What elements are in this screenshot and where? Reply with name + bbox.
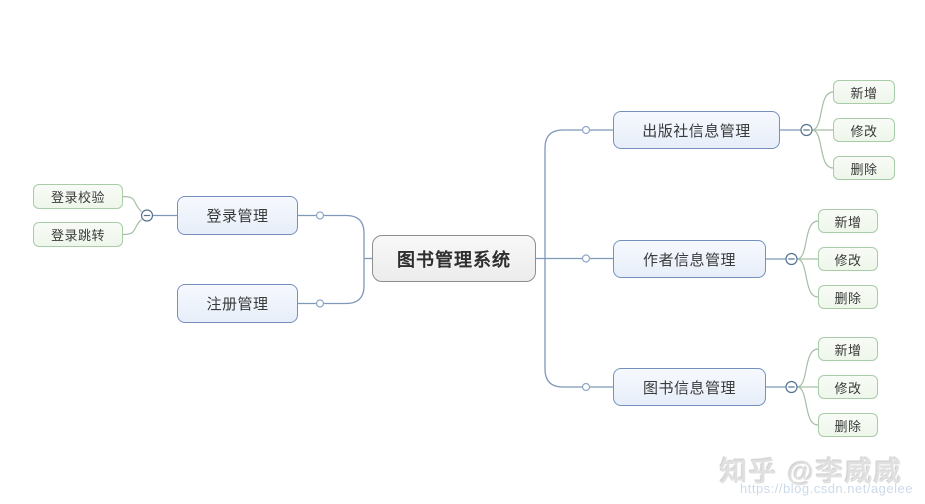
leaf-node-publisher-delete[interactable]: 删除 bbox=[833, 156, 895, 180]
collapse-book-icon[interactable] bbox=[785, 380, 798, 394]
branch-node-publisher-info-mgmt[interactable]: 出版社信息管理 bbox=[613, 111, 780, 149]
leaf-node-publisher-edit[interactable]: 修改 bbox=[833, 118, 895, 142]
branch-node-register-mgmt[interactable]: 注册管理 bbox=[177, 284, 298, 323]
connection-handle-icon bbox=[315, 299, 325, 308]
leaf-node-author-edit[interactable]: 修改 bbox=[818, 247, 878, 271]
leaf-node-book-delete[interactable]: 删除 bbox=[818, 413, 878, 437]
author-delete-line bbox=[796, 258, 819, 298]
watermark-brand: 知乎 @李威威 bbox=[720, 457, 903, 487]
leaf-node-publisher-add[interactable]: 新增 bbox=[833, 80, 895, 104]
leaf-node-book-edit[interactable]: 修改 bbox=[818, 375, 878, 399]
login-check-line bbox=[122, 195, 142, 212]
login-jump-line bbox=[122, 219, 142, 236]
author-add-line bbox=[796, 220, 819, 260]
branch-node-book-info-mgmt[interactable]: 图书信息管理 bbox=[613, 368, 766, 406]
leaf-node-login-check[interactable]: 登录校验 bbox=[33, 184, 123, 209]
book-add-line bbox=[796, 348, 819, 388]
leaf-node-login-jump[interactable]: 登录跳转 bbox=[33, 222, 123, 247]
branch-lines bbox=[152, 129, 801, 388]
branch-node-author-info-mgmt[interactable]: 作者信息管理 bbox=[613, 240, 766, 278]
branch-node-login-mgmt[interactable]: 登录管理 bbox=[177, 196, 298, 235]
collapse-author-icon[interactable] bbox=[785, 252, 798, 266]
publisher-delete-line bbox=[811, 129, 834, 169]
connection-handle-icon bbox=[581, 382, 591, 392]
book-delete-line bbox=[796, 386, 819, 426]
leaf-lines bbox=[122, 91, 834, 426]
leaf-node-author-add[interactable]: 新增 bbox=[818, 209, 878, 233]
publisher-add-line bbox=[811, 91, 834, 131]
watermark-url: https://blog.csdn.net/agelee bbox=[739, 481, 913, 496]
leaf-node-author-delete[interactable]: 删除 bbox=[818, 285, 878, 309]
left-branch-line bbox=[298, 214, 365, 305]
collapse-login-mgmt-icon[interactable] bbox=[140, 209, 154, 222]
connection-handle-icon bbox=[315, 211, 325, 220]
collapse-publisher-icon[interactable] bbox=[800, 123, 813, 137]
root-node[interactable]: 图书管理系统 bbox=[372, 235, 536, 282]
connection-handle-icon bbox=[581, 125, 591, 135]
connection-handle-icon bbox=[581, 254, 591, 263]
leaf-node-book-add[interactable]: 新增 bbox=[818, 337, 878, 361]
